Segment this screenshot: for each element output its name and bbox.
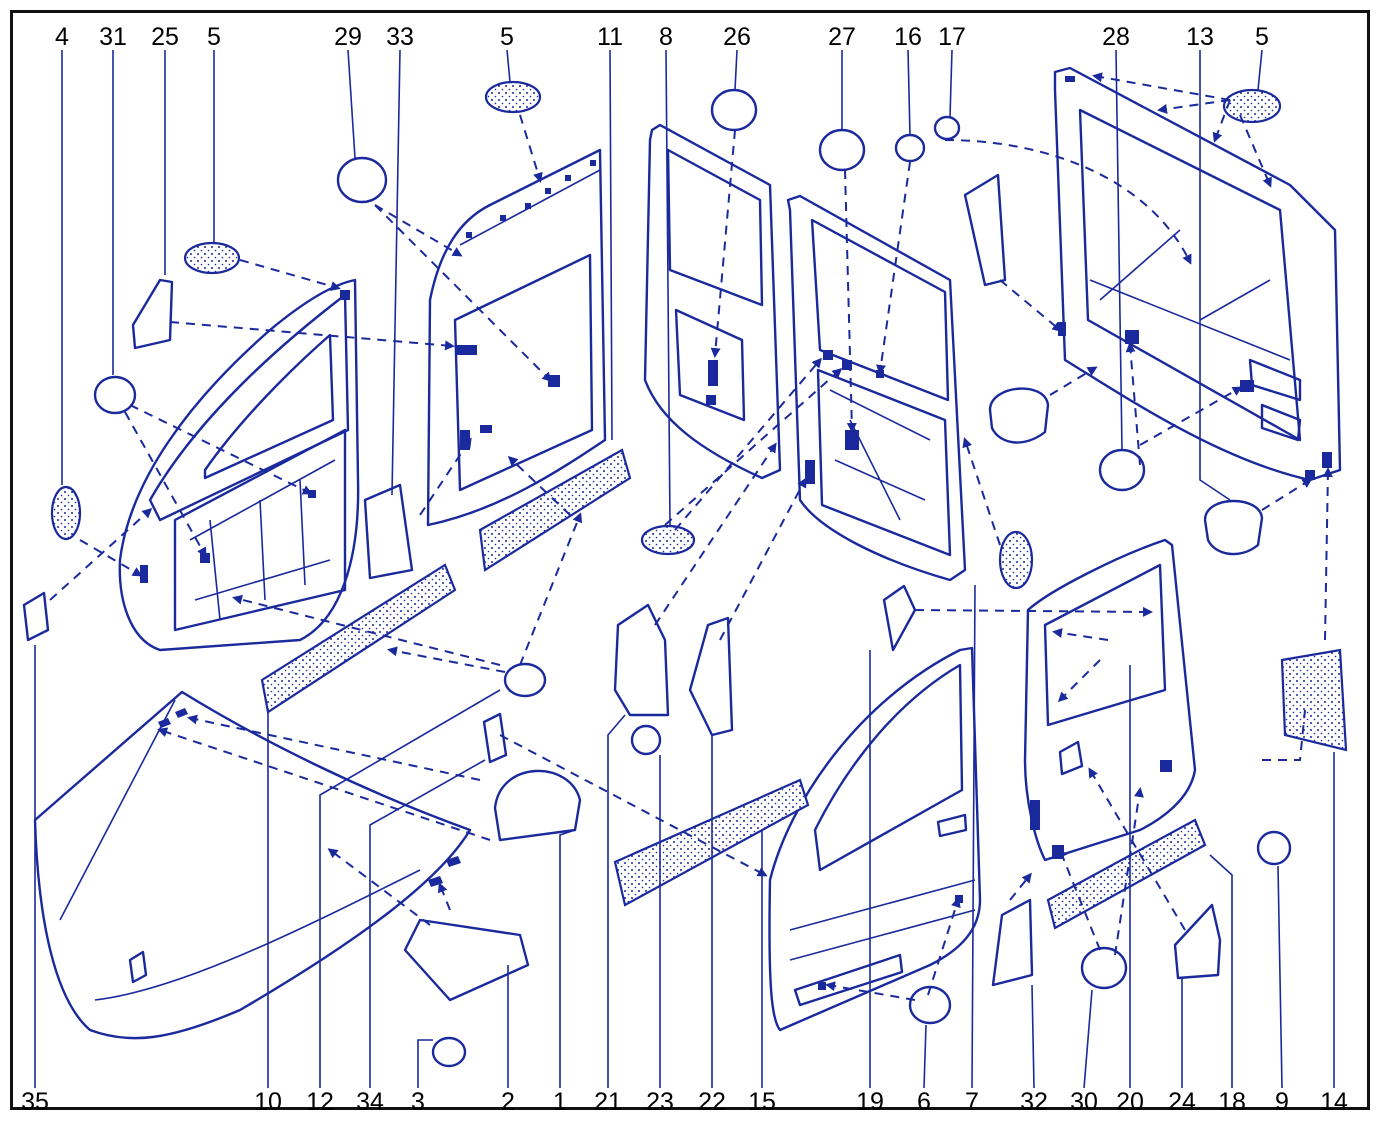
front-door-outer: [768, 646, 982, 1032]
cover-25: [131, 278, 174, 350]
bolt-3: [431, 1036, 467, 1068]
bump-stop-upper: [988, 387, 1050, 444]
small-rear-door: [1023, 538, 1197, 862]
bracket-upper-right: [963, 173, 1007, 287]
callout-22: 22: [698, 1088, 726, 1116]
plugs-and-small-parts: [22, 80, 1348, 1068]
callout-29: 29: [334, 23, 362, 51]
plug-7: [998, 530, 1034, 590]
grommet-17: [933, 115, 961, 141]
callout-4: 4: [55, 23, 69, 51]
lamp-1: [493, 769, 582, 842]
callout-5-b: 5: [500, 23, 514, 51]
callout-34: 34: [356, 1088, 384, 1116]
rear-door: [1053, 66, 1342, 482]
callout-11: 11: [597, 23, 623, 51]
grommet-16: [894, 133, 926, 163]
grommet-29: [336, 156, 388, 204]
callout-23: 23: [646, 1088, 674, 1116]
callout-19: 19: [856, 1088, 884, 1116]
bump-stop-13: [1203, 499, 1264, 556]
grille-14: [1280, 648, 1348, 752]
plug-4: [50, 485, 82, 541]
hood-panel: [33, 690, 472, 1040]
grommet-30: [1080, 946, 1128, 990]
callout-31: 31: [99, 23, 127, 51]
clip-12: [503, 662, 547, 698]
grommet-26: [710, 88, 758, 132]
door-inner-panel-11: [426, 148, 607, 527]
callout-16: 16: [894, 23, 922, 51]
callout-24: 24: [1168, 1088, 1196, 1116]
bolt-9: [1256, 830, 1292, 866]
callout-32: 32: [1020, 1088, 1048, 1116]
bracket-21: [613, 603, 670, 717]
grommet-31: [93, 375, 137, 415]
sill-strip-11: [478, 448, 632, 572]
callout-14: 14: [1320, 1088, 1348, 1116]
callout-6: 6: [917, 1088, 931, 1116]
callout-12: 12: [306, 1088, 334, 1116]
callout-10: 10: [254, 1088, 282, 1116]
plug-8: [640, 524, 696, 556]
cover-35: [22, 591, 50, 642]
callout-5-a: 5: [207, 23, 221, 51]
plug-5-a: [183, 241, 241, 275]
bolt-23: [630, 724, 662, 756]
callout-21: 21: [594, 1088, 622, 1116]
callout-35: 35: [21, 1088, 49, 1116]
grommet-28: [1098, 448, 1146, 492]
callout-1: 1: [553, 1088, 567, 1116]
grommet-27: [818, 128, 866, 172]
callout-15: 15: [748, 1088, 776, 1116]
handle-24: [1173, 903, 1222, 980]
callout-17: 17: [938, 23, 966, 51]
callout-2: 2: [501, 1088, 515, 1116]
callout-26: 26: [723, 23, 751, 51]
lock-32: [991, 898, 1034, 987]
leader-lines: [34, 49, 1335, 1089]
callout-7: 7: [965, 1088, 979, 1116]
callout-25: 25: [151, 23, 179, 51]
lock-33: [363, 483, 414, 580]
callout-20: 20: [1116, 1088, 1144, 1116]
cover-19: [882, 584, 917, 652]
callout-8: 8: [659, 23, 673, 51]
callout-28: 28: [1102, 23, 1130, 51]
callout-30: 30: [1070, 1088, 1098, 1116]
callout-33: 33: [386, 23, 414, 51]
callout-5-c: 5: [1255, 23, 1269, 51]
callout-27: 27: [828, 23, 856, 51]
base-2: [403, 918, 530, 1002]
callout-9: 9: [1275, 1088, 1289, 1116]
plug-5-c: [1222, 88, 1282, 124]
diagram-frame: [10, 10, 1370, 1110]
sill-strip-10: [260, 563, 457, 714]
callout-13: 13: [1186, 23, 1214, 51]
striker-22: [688, 616, 734, 737]
cover-34: [482, 712, 508, 764]
callout-3: 3: [411, 1088, 425, 1116]
grommet-6: [908, 985, 952, 1025]
assembly-lines: [49, 72, 1333, 1001]
callout-18: 18: [1218, 1088, 1246, 1116]
sliding-door-outer: [643, 123, 782, 480]
sliding-door-inner: [786, 194, 967, 582]
plug-5-b: [484, 80, 542, 114]
